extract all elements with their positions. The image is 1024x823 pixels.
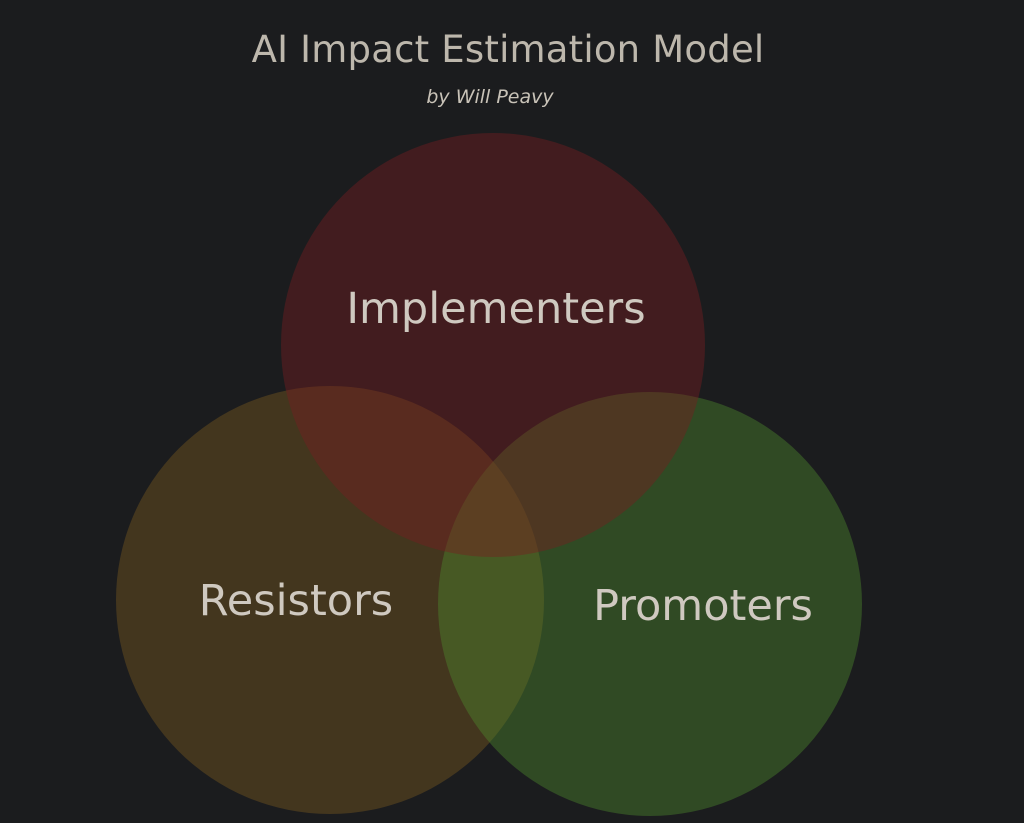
diagram-title: AI Impact Estimation Model xyxy=(251,28,765,71)
resistors-label: Resistors xyxy=(199,576,393,626)
diagram-byline: by Will Peavy xyxy=(426,86,554,108)
promoters-label: Promoters xyxy=(593,581,813,631)
implementers-circle xyxy=(281,133,705,557)
implementers-label: Implementers xyxy=(346,284,645,334)
resistors-circle xyxy=(116,386,544,814)
promoters-circle xyxy=(438,392,862,816)
